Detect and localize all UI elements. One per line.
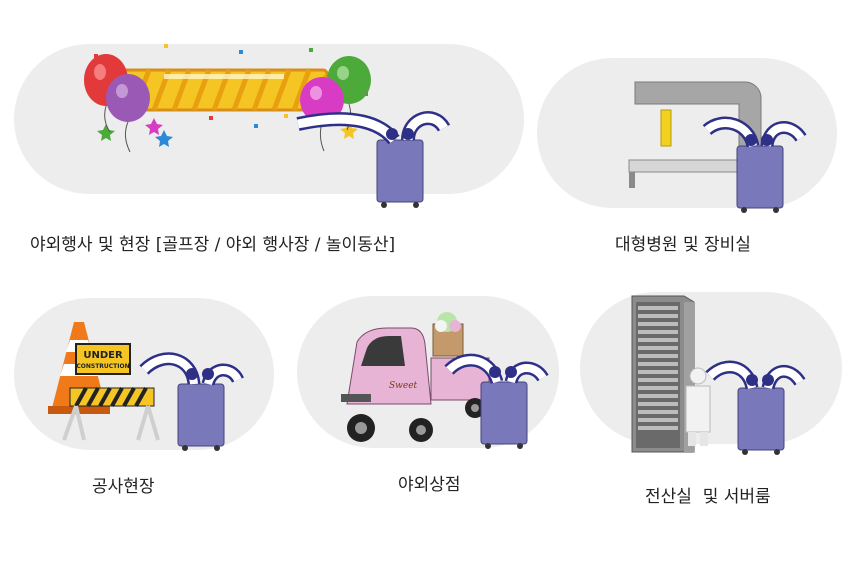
server-rack-icon [631, 295, 695, 453]
scene-construction: UNDER CONSTRUCTION [14, 298, 274, 451]
server-room-illustration [580, 292, 842, 455]
caption-outdoor-event: 야외행사 및 현장 [골프장 / 야외 행사장 / 놀이동산] [30, 235, 396, 255]
spot-cooler-unit [296, 111, 451, 208]
balloons [84, 54, 371, 153]
sign-text-construction: CONSTRUCTION [76, 363, 129, 370]
star-icon [155, 130, 173, 147]
party-banner [120, 68, 329, 112]
spot-cooler-unit [702, 116, 807, 213]
barricade-icon [62, 387, 160, 441]
hospital-illustration [537, 58, 837, 213]
star-icon [340, 122, 358, 139]
caption-outdoor-store: 야외상점 [398, 475, 461, 495]
technician-figure-icon [685, 367, 711, 446]
truck-script-text: Sweet [389, 381, 418, 391]
caption-hospital: 대형병원 및 장비실 [615, 235, 751, 255]
sign-text-under: UNDER [83, 350, 123, 361]
caption-server-room: 전산실 및 서버룸 [645, 487, 771, 507]
caption-construction: 공사현장 [92, 477, 155, 497]
under-construction-sign: UNDER CONSTRUCTION [75, 343, 131, 375]
spot-cooler-unit [705, 360, 806, 455]
scene-hospital [537, 58, 837, 213]
scene-outdoor-store: Sweet [297, 296, 559, 449]
outdoor-event-illustration [14, 44, 524, 208]
construction-illustration: UNDER CONSTRUCTION [14, 298, 274, 451]
spot-cooler-unit [444, 353, 549, 449]
spot-cooler-unit [139, 352, 244, 451]
scene-server-room [580, 292, 842, 455]
outdoor-store-illustration: Sweet [297, 296, 559, 449]
scene-outdoor-event [14, 44, 524, 208]
star-icon [97, 124, 115, 141]
star-icon [145, 118, 163, 135]
